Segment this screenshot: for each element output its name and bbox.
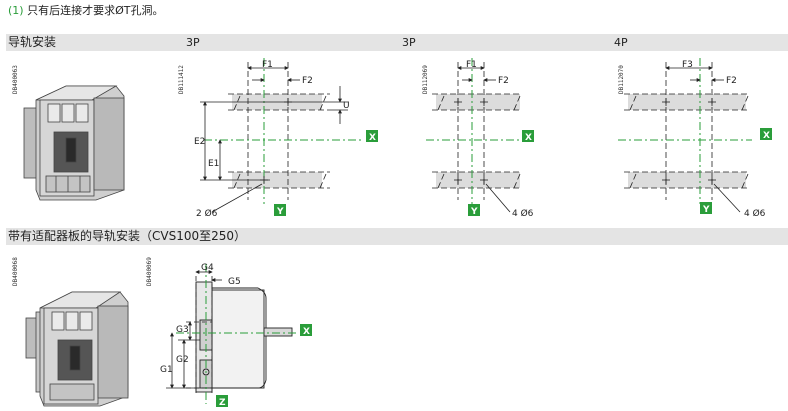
dim-f2-d3: F2: [726, 76, 737, 86]
diagram-3p-four-holes: F1 F2 4 Ø6 X Y: [426, 58, 534, 219]
axis-box-y-d2: [468, 204, 480, 216]
breaker-illustration-top: [23, 85, 125, 201]
diagram-side-view-adapter: G4 G5 G3 G2 G1 X Z: [160, 263, 312, 408]
diagram-3p-two-holes: F1 F2 U E2 E1 2 Ø6 X Y: [194, 58, 378, 219]
axis-label-x-side: X: [303, 327, 310, 337]
axis-box-y-d1: [274, 204, 286, 216]
axis-label-y-d3: Y: [702, 205, 710, 215]
axis-box-x-side: [300, 324, 312, 336]
footnote-text: 只有后连接才要求ØT孔洞。: [23, 4, 164, 17]
dim-f1-d1: F1: [262, 60, 273, 70]
holes-label-d1: 2 Ø6: [196, 208, 218, 219]
dim-e2-d1: E2: [194, 137, 205, 147]
axis-box-x-d1: [366, 130, 378, 142]
pole-label-4p: 4P: [614, 36, 628, 49]
footnote-number: (1): [8, 4, 24, 17]
axis-box-x-d3: [760, 128, 772, 140]
dim-f3-d3: F3: [682, 60, 693, 70]
pole-label-3p-first: 3P: [186, 36, 200, 49]
axis-box-x-d2: [522, 130, 534, 142]
footnote: (1) 只有后连接才要求ØT孔洞。: [8, 4, 163, 18]
holes-label-d3: 4 Ø6: [744, 208, 766, 219]
pole-label-3p-second: 3P: [402, 36, 416, 49]
section-bar-rail-mounting: [6, 34, 788, 51]
section-title-rail-mounting: 导轨安装: [8, 35, 57, 49]
section-bar-adapter-mounting: [6, 228, 788, 245]
axis-box-y-d3: [700, 202, 712, 214]
axis-label-x-d1: X: [369, 133, 376, 143]
axis-label-x-d2: X: [525, 133, 532, 143]
axis-label-y-d2: Y: [470, 207, 478, 217]
axis-box-z-side: [216, 395, 228, 407]
axis-label-x-d3: X: [763, 131, 770, 141]
axis-label-y-d1: Y: [276, 207, 284, 217]
dim-f1-d2: F1: [466, 60, 477, 70]
section-title-adapter-mounting: 带有适配器板的导轨安装（CVS100至250）: [8, 229, 247, 243]
dim-g1: G1: [160, 365, 173, 375]
dim-g2: G2: [176, 355, 189, 365]
dim-f2-d1: F2: [302, 76, 313, 86]
dim-g4: G4: [201, 263, 214, 273]
axis-label-z-side: Z: [219, 398, 226, 408]
dim-g5: G5: [228, 277, 241, 287]
breaker-illustration-adapter: [25, 291, 129, 407]
diagram-4p-four-holes: F3 F2 4 Ø6 X Y: [618, 58, 772, 219]
holes-label-d2: 4 Ø6: [512, 208, 534, 219]
dim-g3: G3: [176, 325, 189, 335]
dim-u-d1: U: [343, 101, 350, 111]
dim-f2-d2: F2: [498, 76, 509, 86]
dim-e1-d1: E1: [208, 159, 219, 169]
